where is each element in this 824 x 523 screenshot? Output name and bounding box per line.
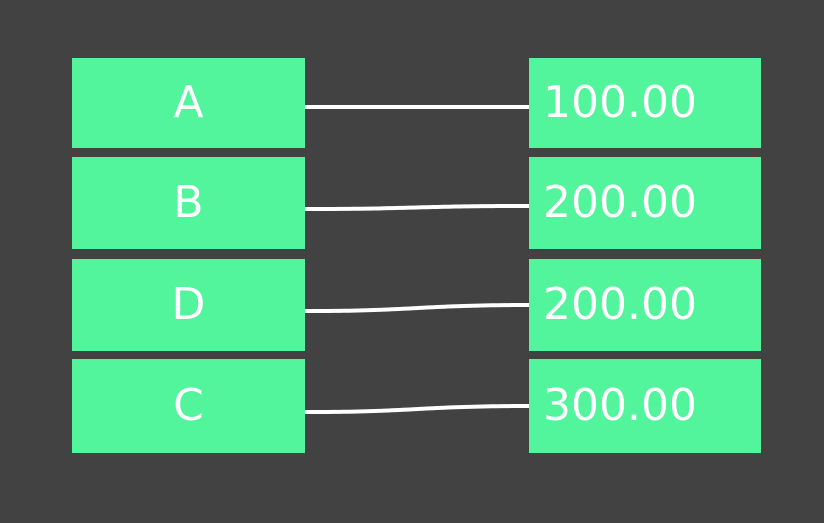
link-d[interactable]: [305, 303, 529, 313]
source-node-3[interactable]: C: [72, 359, 305, 453]
source-node-0[interactable]: A: [72, 58, 305, 148]
target-node-1[interactable]: 200.00: [529, 157, 761, 249]
link-b[interactable]: [305, 204, 529, 211]
source-node-2[interactable]: D: [72, 259, 305, 351]
source-node-label: D: [171, 279, 206, 330]
source-node-label: B: [173, 177, 204, 228]
target-node-0[interactable]: 100.00: [529, 58, 761, 148]
target-node-label: 200.00: [543, 279, 697, 330]
source-node-label: C: [173, 380, 204, 431]
link-c[interactable]: [305, 404, 529, 414]
target-node-3[interactable]: 300.00: [529, 359, 761, 453]
source-node-1[interactable]: B: [72, 157, 305, 249]
target-node-label: 200.00: [543, 177, 697, 228]
target-node-2[interactable]: 200.00: [529, 259, 761, 351]
source-node-label: A: [173, 77, 204, 128]
link-a[interactable]: [305, 105, 529, 109]
target-node-label: 300.00: [543, 380, 697, 431]
target-node-label: 100.00: [543, 77, 697, 128]
